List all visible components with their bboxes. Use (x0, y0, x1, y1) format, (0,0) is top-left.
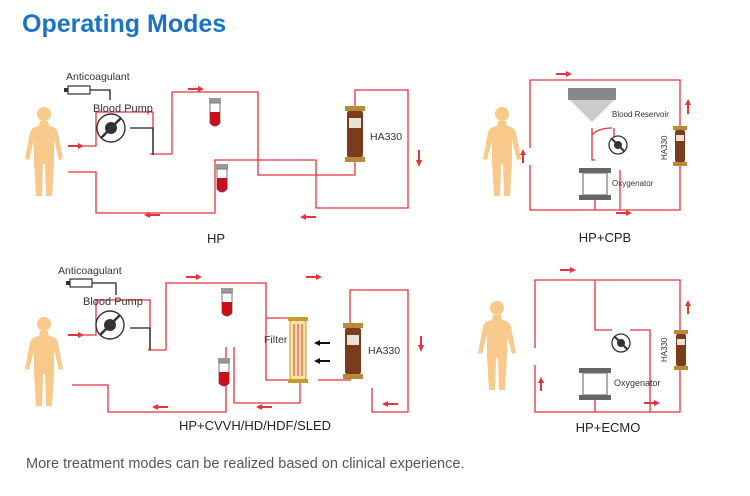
flow-arrow-icon (644, 400, 660, 406)
blood-pump-icon (94, 309, 126, 341)
reservoir-icon (568, 88, 616, 122)
flow-arrow-icon (300, 214, 316, 220)
flow-arrow-icon (520, 149, 526, 163)
flow-arrow-icon (382, 401, 398, 407)
page-title: Operating Modes (22, 10, 227, 38)
flow-arrow-icon (68, 332, 84, 338)
flow-arrow-icon (556, 71, 572, 77)
flow-arrow-icon (306, 274, 322, 280)
caption-hp-cvvh: HP+CVVH/HD/HDF/SLED (179, 418, 331, 433)
flow-arrow-icon (685, 99, 691, 114)
human-body-icon (478, 301, 516, 390)
ha330-label: HA330 (660, 135, 669, 160)
blood-pump-icon (611, 333, 631, 353)
flow-arrow-icon (186, 274, 202, 280)
operating-modes-diagram: Anticoagulant Blood Pump HA330 HP Blood … (25, 71, 691, 435)
blood-pump-icon (95, 112, 127, 144)
flow-arrow-icon (188, 86, 204, 92)
filter-icon (288, 317, 330, 383)
flow-arrow-icon (152, 404, 168, 410)
flow-arrow-icon (68, 143, 84, 149)
drip-chamber-icon (208, 97, 222, 127)
ha330-label: HA330 (368, 345, 400, 357)
flow-arrow-icon (685, 300, 691, 314)
anticoagulant-label: Anticoagulant (58, 265, 122, 277)
panel-hp-ecmo: Oxygenator HA330 HP+ECMO (478, 267, 691, 435)
caption-hp-ecmo: HP+ECMO (576, 420, 641, 435)
blood-pump-label: Blood Pump (93, 103, 153, 115)
adsorption-cartridge-icon (674, 330, 688, 370)
flow-arrow-icon (256, 404, 272, 410)
adsorption-cartridge-icon (343, 323, 363, 379)
ha330-label: HA330 (660, 337, 669, 362)
flow-arrow-icon (418, 336, 424, 352)
syringe-icon (64, 85, 91, 95)
flow-arrow-icon (560, 267, 576, 273)
blood-pump-label: Blood Pump (83, 296, 143, 308)
panel-hp: Anticoagulant Blood Pump HA330 HP (25, 71, 422, 246)
caption-hp-cpb: HP+CPB (579, 230, 631, 245)
drip-chamber-icon (220, 287, 234, 317)
human-body-icon (483, 107, 521, 196)
flow-arrow-icon (538, 377, 544, 391)
panel-hp-cpb: Blood Reservoir Oxygenator HA330 HP+CPB (483, 71, 691, 245)
adsorption-cartridge-icon (345, 106, 365, 162)
adsorption-cartridge-icon (673, 126, 687, 166)
drip-chamber-icon (215, 163, 229, 193)
anticoagulant-label: Anticoagulant (66, 71, 130, 83)
oxygenator-icon (578, 367, 612, 401)
human-body-icon (25, 107, 63, 196)
blood-pump-icon (608, 135, 628, 155)
ha330-label: HA330 (370, 131, 402, 143)
caption-hp: HP (207, 231, 225, 246)
drip-chamber-icon (217, 357, 231, 387)
blood-reservoir-label: Blood Reservoir (612, 110, 669, 119)
panel-hp-cvvh: Anticoagulant Blood Pump Filter HA330 HP… (25, 265, 424, 433)
footer-note: More treatment modes can be realized bas… (26, 456, 465, 472)
syringe-icon (66, 278, 93, 288)
flow-arrow-icon (144, 212, 160, 218)
human-body-icon (25, 317, 63, 406)
oxygenator-icon (578, 167, 612, 201)
filter-label: Filter (264, 334, 288, 346)
oxygenator-label: Oxygenator (614, 378, 661, 388)
oxygenator-label: Oxygenator (612, 179, 654, 188)
flow-arrow-icon (616, 210, 632, 216)
flow-arrow-icon (416, 150, 422, 167)
